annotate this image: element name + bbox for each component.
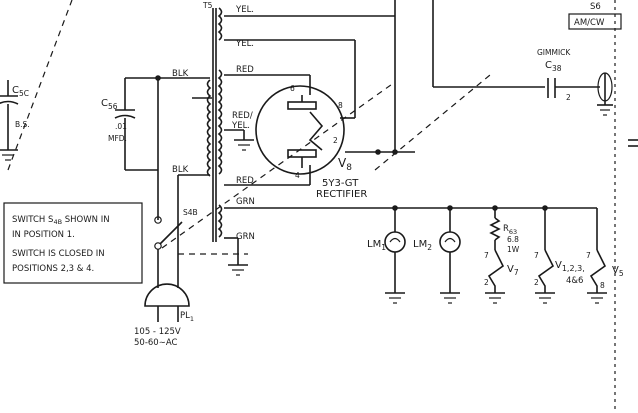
pri-blk-top: BLK [172,69,189,79]
fil-grn-1: GRN [236,197,255,207]
filament-v7: 7 2 V7 [484,249,519,304]
switch-note-line1: SWITCH S4B SHOWN IN [12,215,110,226]
mechanical-link-s4b [161,81,396,249]
rectifier-tube-v8: 6 8 2 4 V8 5Y3-GT RECTIFIER [255,84,367,200]
pl1-ref: PL1 [180,311,194,323]
c56-ref: C56 [101,98,118,111]
tube-type: 5Y3-GT [322,178,359,189]
v7-pin-top: 7 [484,251,489,260]
c56-unit: MFD. [108,134,127,143]
v5-ref: V5 [612,265,624,278]
c38-pin: 2 [566,93,571,102]
plug-frequency: 50-60∼AC [134,338,177,348]
sec-top-2: YEL. [235,39,254,49]
mechanical-link-right [374,74,491,171]
plug-voltage: 105 - 125V [134,327,181,337]
v5-pin-top: 7 [586,251,591,260]
capacitor-c5c: C5C B.S. [0,80,30,161]
v7-ref: V7 [507,264,519,277]
filament-v5: 7 8 V5 [586,208,624,304]
secondary-wiring [224,0,597,276]
switch-note-line3: SWITCH IS CLOSED IN [12,249,105,259]
sec-red-bottom: RED [236,176,254,186]
switch-note: SWITCH S4B SHOWN IN IN POSITION 1. SWITC… [3,202,143,284]
pin-4: 4 [295,171,300,180]
gimmick-capacitor-c38: GIMMICK C38 2 [537,48,600,102]
sec-red: RED [236,65,254,75]
v7-pin-bottom: 2 [484,278,489,287]
t5-ref: T5 [202,1,213,10]
c38-ref: C38 [545,60,562,73]
sec-red-yel-2: YEL. [231,121,250,131]
pilot-lamp-lm2: LM2 [413,208,461,304]
c5c-ref: C5C [12,85,29,98]
primary-wiring [125,75,212,288]
pri-blk-bottom: BLK [172,165,189,175]
lm2-ref: LM2 [413,239,432,252]
shielded-lead [597,72,613,116]
r63-ref: R63 [503,224,517,236]
r63-watt: 1W [507,245,520,254]
switch-s6: S6 AM/CW [432,0,622,88]
tube-ref: V8 [338,156,352,173]
v5-pin-bottom: 8 [600,281,605,290]
right-edge-marks [614,0,638,413]
pilot-lamp-lm1: LM1 [367,208,406,304]
pin-6: 6 [290,84,295,93]
v1-pin-bottom: 2 [534,278,539,287]
tube-name: RECTIFIER [316,189,367,200]
switch-note-line4: POSITIONS 2,3 & 4. [12,264,94,274]
lm1-ref: LM1 [367,239,386,252]
switch-s4b: S4B [159,208,198,245]
transformer-t5: T5 YEL. YEL. RED RED/ YEL. RED BLK BLK G… [172,1,255,242]
resistor-r63: R63 6.8 1W [489,208,520,254]
fil-grn-2: GRN [236,232,255,242]
sec-top-1: YEL. [235,5,254,15]
sec-red-yel: RED/ [232,111,253,121]
pin-8: 8 [338,101,343,110]
capacitor-c56: C56 .01 MFD. [101,78,158,171]
pin-2: 2 [333,136,338,145]
gimmick-label: GIMMICK [537,48,571,57]
c5c-note: B.S. [15,120,30,129]
s4b-label: S4B [183,208,198,217]
plug-pl1: PL1 105 - 125V 50-60∼AC [134,283,194,348]
s6-ref: S6 [590,2,601,12]
c56-value: .01 [115,122,127,131]
switch-note-line2: IN POSITION 1. [12,230,75,240]
v1-ref-2: 4&6 [566,276,583,286]
filament-v1-v6: 7 2 V1,2,3, 4&6 [534,208,585,304]
r63-value: 6.8 [507,235,519,244]
v1-ref: V1,2,3, [555,260,585,273]
mechanical-link-left [7,0,73,171]
s6-position: AM/CW [574,18,605,28]
v1-pin-top: 7 [534,251,539,260]
